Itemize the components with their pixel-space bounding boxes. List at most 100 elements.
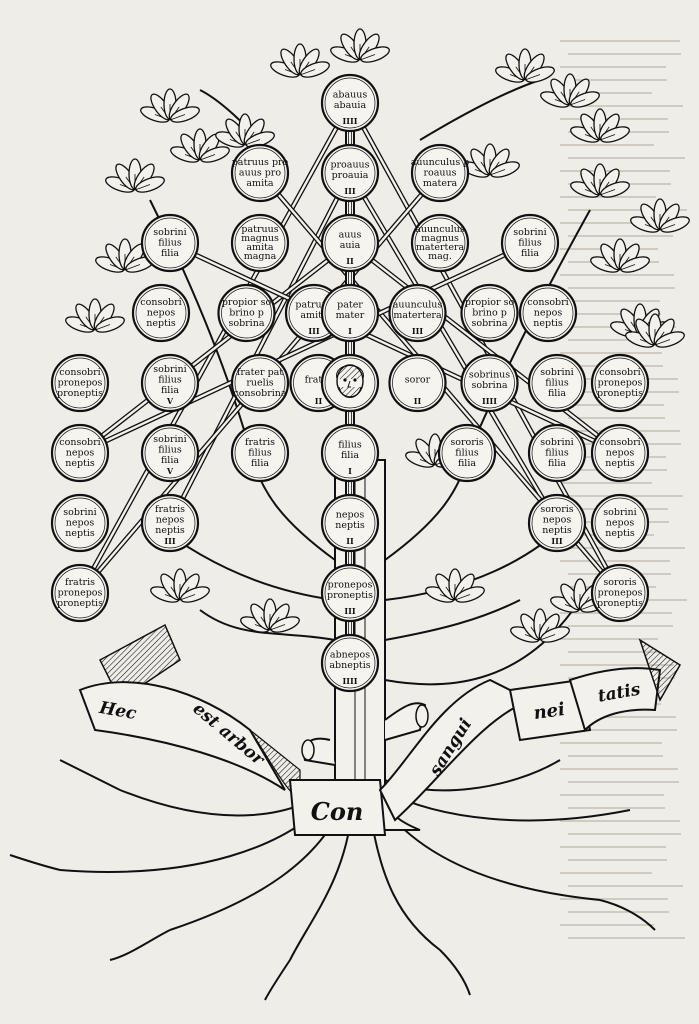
medallion-label: sororis	[450, 437, 483, 448]
medallion-label: mater	[336, 310, 365, 321]
medallion-label: neptis	[335, 520, 365, 531]
medallion-label: filius	[248, 448, 272, 459]
ghost-text-line	[568, 209, 687, 211]
ghost-text-line	[568, 885, 683, 887]
medallion-label: auus	[339, 229, 362, 240]
ghost-text-line	[568, 313, 661, 315]
medallion-label: auus pro	[239, 168, 281, 179]
leaf-cluster	[495, 48, 555, 83]
leaf-cluster	[140, 88, 200, 123]
medallion-degree-numeral: I	[348, 466, 352, 476]
ghost-text-line	[560, 664, 674, 666]
ghost-text-line	[560, 820, 680, 822]
medallion-label: auunculus	[415, 224, 465, 235]
medallion-label: sobrini	[153, 364, 186, 375]
medallion-degree-numeral: I	[348, 326, 352, 336]
ghost-text-line	[568, 157, 685, 159]
medallion-label: abneptis	[329, 660, 370, 671]
medallion-label: magna	[244, 251, 277, 262]
medallion-label: proneptis	[597, 598, 643, 609]
banner-word-5: nei	[532, 699, 566, 724]
ghost-text-line	[568, 287, 675, 289]
bleed-through-text	[560, 40, 687, 939]
medallion-label: filius	[338, 439, 362, 450]
medallion-label: sororis	[603, 577, 636, 588]
ghost-text-line	[568, 235, 673, 237]
medallion-label: amita	[246, 242, 274, 253]
leaf-cluster	[270, 43, 330, 78]
ghost-text-line	[568, 651, 659, 653]
leaf-cluster	[65, 298, 125, 333]
medallion-label: proauia	[332, 170, 369, 181]
medallion-degree-numeral: IIII	[343, 676, 358, 686]
medallion-label: pronepos	[328, 579, 373, 590]
medallion-label: fratris	[245, 437, 275, 448]
ghost-text-line	[568, 417, 665, 419]
ghost-text-line	[568, 79, 667, 81]
ghost-text-line	[560, 222, 672, 224]
leaf-cluster	[540, 73, 600, 108]
medallion-label: filia	[548, 388, 566, 399]
ghost-text-line	[560, 794, 664, 796]
ghost-text-line	[560, 638, 658, 640]
medallion-label: filius	[545, 448, 569, 459]
medallion-label: pronepos	[598, 378, 643, 389]
medallion-label: neptis	[533, 318, 563, 329]
medallion-label: magnus	[241, 233, 279, 244]
medallion-label: filia	[251, 458, 269, 469]
leaf-cluster	[425, 568, 485, 603]
ghost-text-line	[568, 729, 677, 731]
medallion-label: nepos	[66, 518, 95, 529]
medallion-label: pronepos	[598, 588, 643, 599]
medallion-label: sobrini	[513, 227, 546, 238]
leaf-cluster	[570, 163, 630, 198]
medallion-label: filia	[161, 385, 179, 396]
medallion-label: soror	[405, 375, 431, 386]
leaf-cluster	[150, 568, 210, 603]
ghost-text-line	[560, 66, 666, 68]
ghost-text-line	[560, 352, 662, 354]
medallion-degree-numeral: III	[412, 326, 423, 336]
medallion-degree-numeral: V	[166, 396, 174, 406]
leaf-cluster	[510, 608, 570, 643]
medallion-label: proneptis	[327, 590, 373, 601]
medallion-degree-numeral: II	[346, 536, 354, 546]
medallion-label: filia	[548, 458, 566, 469]
medallion-degree-numeral: III	[164, 536, 175, 546]
ghost-text-line	[568, 781, 679, 783]
ghost-text-line	[568, 755, 663, 757]
medallion-label: brino p	[472, 308, 507, 319]
medallion-label: abauus	[333, 89, 368, 100]
medallion-label: amita	[246, 178, 274, 189]
leaf-cluster	[625, 313, 685, 348]
medallion-label: propior so	[222, 297, 272, 308]
medallion-label: neptis	[65, 528, 95, 539]
medallion-label: nepos	[156, 515, 185, 526]
medallion-degree-numeral: III	[344, 186, 355, 196]
medallion-label: amita	[300, 310, 328, 321]
medallion-label: auunculus p	[411, 157, 470, 168]
medallion-degree-numeral: II	[414, 396, 422, 406]
leaf-cluster	[630, 198, 690, 233]
ghost-text-line	[560, 898, 668, 900]
medallion-label: abnepos	[330, 649, 370, 660]
medallion-label: sobrini	[540, 367, 573, 378]
ghost-text-line	[560, 716, 676, 718]
medallion-label: filius	[455, 448, 479, 459]
medallion-label: nepos	[543, 515, 572, 526]
